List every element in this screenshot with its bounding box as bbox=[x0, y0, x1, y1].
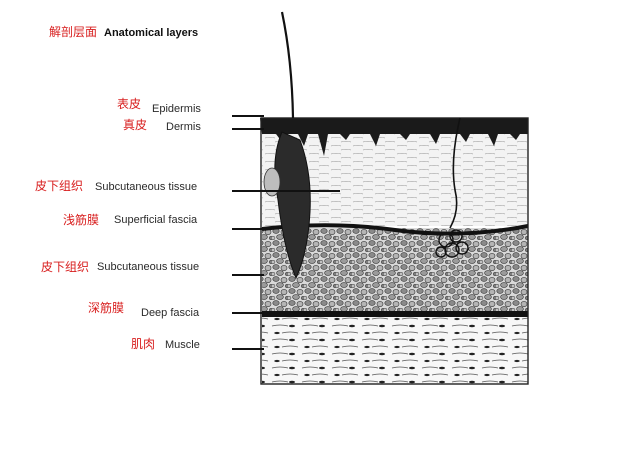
sweat-duct bbox=[449, 117, 461, 229]
layer-label-zh-superficial-fascia: 浅筋膜 bbox=[63, 213, 100, 227]
layer-label-zh-deep-fascia: 深筋膜 bbox=[88, 301, 125, 315]
diagram-border bbox=[260, 117, 529, 385]
sebaceous-gland bbox=[263, 167, 281, 197]
hair-shaft bbox=[280, 11, 295, 119]
title-zh: 解剖层面 bbox=[49, 25, 98, 39]
layer-label-en-dermis: Dermis bbox=[166, 121, 201, 133]
layer-label-zh-dermis: 真皮 bbox=[123, 118, 148, 132]
layer-label-zh-subcutaneous-upper: 皮下组织 bbox=[35, 179, 84, 193]
deep-fascia-line bbox=[262, 311, 528, 317]
layer-label-en-deep-fascia: Deep fascia bbox=[141, 307, 200, 319]
layer-label-zh-subcutaneous-lower: 皮下组织 bbox=[41, 260, 90, 274]
layer-label-en-subcutaneous-upper: Subcutaneous tissue bbox=[95, 181, 198, 193]
layer-label-en-subcutaneous-lower: Subcutaneous tissue bbox=[97, 261, 200, 273]
muscle-layer bbox=[262, 317, 528, 384]
layer-label-en-muscle: Muscle bbox=[165, 339, 200, 351]
layer-label-en-epidermis: Epidermis bbox=[152, 103, 201, 115]
layer-label-en-superficial-fascia: Superficial fascia bbox=[114, 214, 198, 226]
epidermis-layer bbox=[260, 118, 528, 156]
sweat-gland-coil bbox=[435, 229, 469, 258]
title-en: Anatomical layers bbox=[104, 27, 199, 39]
layer-label-zh-muscle: 肌肉 bbox=[131, 337, 156, 351]
layer-label-zh-epidermis: 表皮 bbox=[117, 97, 142, 111]
